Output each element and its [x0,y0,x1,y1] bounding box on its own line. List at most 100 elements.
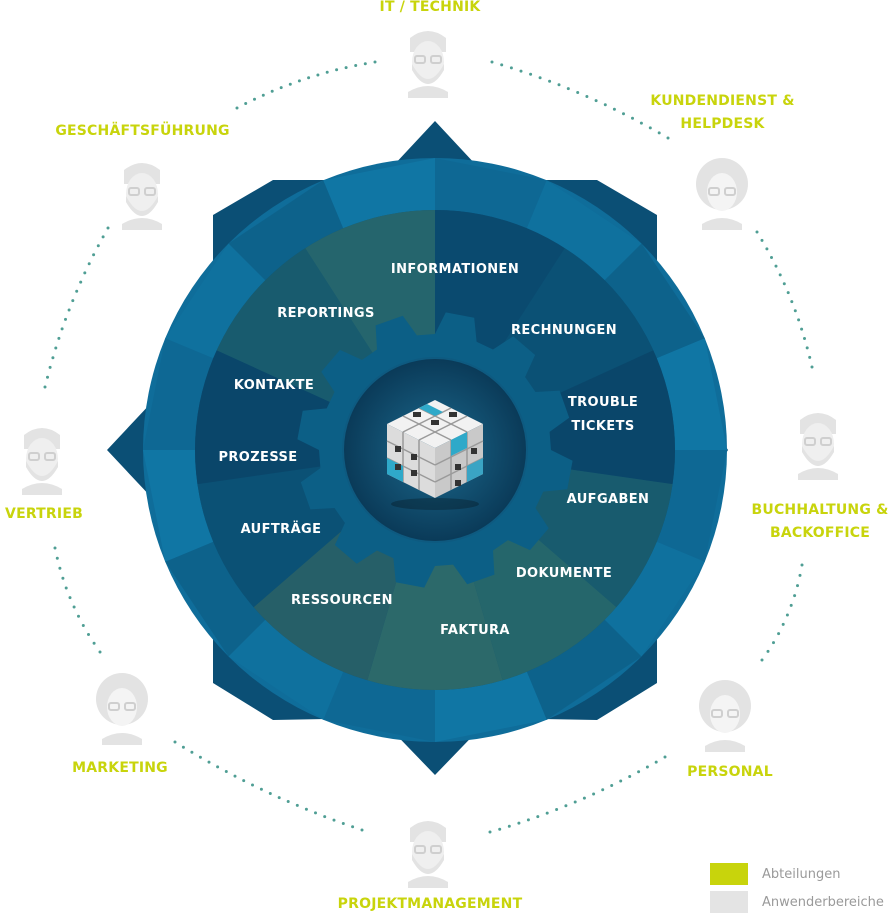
inner-facet [361,450,509,690]
connector-dot [509,66,513,70]
connector-dot [765,247,769,251]
connector-dot [610,784,614,787]
connector-dot [325,70,329,74]
app-cube-icon [386,400,484,510]
connector-dot [798,573,802,577]
area-label-reportings: REPORTINGS [277,306,375,321]
woman-glasses-icon [96,673,148,745]
connector-dot [800,563,804,567]
connector-dot [612,107,616,111]
connector-dot [766,649,770,653]
connector-dot [782,282,786,286]
connector-dot [101,235,105,239]
connector-dot [72,605,76,609]
legend-item-anwenderbereiche: Anwenderbereiche [710,891,884,913]
connector-dot [576,91,580,94]
connector-dot [637,770,641,774]
connector-dot [373,60,377,64]
connector-dot [75,289,79,293]
man-mustache-glasses-icon [798,413,838,480]
connector-dot [628,775,632,778]
connector-dot [344,66,348,70]
legend-swatch-abteilungen [710,863,748,885]
connector-dot [43,385,47,389]
connector-dot [793,309,797,313]
connector-dot [316,73,320,77]
connector-dot [488,830,492,834]
connector-dot [555,808,559,811]
connector-dot [808,355,812,359]
connector-dot [198,755,202,759]
connector-dot [639,121,643,125]
connector-dot [54,346,58,350]
connector-dot [295,803,299,807]
connector-dot [772,641,775,645]
outer-facet [435,158,547,229]
connector-dot [92,641,96,645]
connector-dot [57,336,61,340]
connector-dot [83,271,87,275]
connector-dot [490,60,494,64]
outer-facet [228,619,344,720]
man-goatee-glasses-icon [122,163,162,230]
connector-dot [106,226,110,230]
connector-dot [51,356,55,360]
connector-dot [631,116,634,120]
connector-dot [564,804,568,808]
connector-dot [622,112,625,116]
woman-curly-hair-icon [699,680,751,752]
connector-dot [235,106,239,110]
dept-it-technik: IT / TECHNIK [379,0,481,15]
dept-buchhaltung-backoffice: BUCHHALTUNG & BACKOFFICE [751,502,889,541]
connector-dot [242,779,246,783]
connector-dot [529,72,533,76]
connector-dot [46,375,49,379]
outer-facet [323,158,435,229]
connector-dot [335,68,339,72]
outer-facet [228,180,344,281]
connector-dot [53,546,57,550]
outer-facet [656,338,727,450]
connector-dot [96,244,100,248]
connector-dot [557,83,561,87]
connector-dot [498,827,502,831]
connector-dot [270,89,274,93]
outer-facet [604,541,705,657]
connector-dot [216,765,220,769]
center-ring-edge [342,357,528,543]
connector-dot [181,745,185,749]
connector-dot [354,64,358,67]
connector-dot [536,815,540,819]
connector-dot [351,825,355,829]
area-label-auftraege: AUFTRÄGE [241,521,322,537]
connector-dot [786,291,790,295]
connector-dot [654,760,658,764]
connector-dot [190,750,194,754]
legend-item-abteilungen: Abteilungen [710,863,840,885]
connector-dot [805,346,809,350]
dept-marketing: MARKETING [72,760,168,776]
connector-dot [545,811,549,815]
outer-facet [165,243,266,359]
connector-dot [304,807,308,811]
connector-dot [68,596,72,600]
connector-dot [233,774,237,778]
connector-dot [360,828,364,832]
dept-projektmanagement: PROJEKTMANAGEMENT [337,896,523,912]
connector-dot [79,280,83,284]
connector-dot [797,318,801,322]
connector-dot [573,800,577,804]
connector-dot [64,317,67,321]
connector-dot [548,79,552,83]
connector-dot [81,624,85,627]
connector-dot [538,76,542,80]
connector-dot [48,365,52,369]
outer-facet [526,180,642,281]
connector-dot [760,658,764,662]
connector-dot [603,103,607,107]
connector-dot [55,556,59,560]
man-beard-glasses-icon [22,428,62,495]
area-label-dokumente: DOKUMENTE [516,566,612,581]
area-label-informationen: INFORMATIONEN [391,262,519,277]
